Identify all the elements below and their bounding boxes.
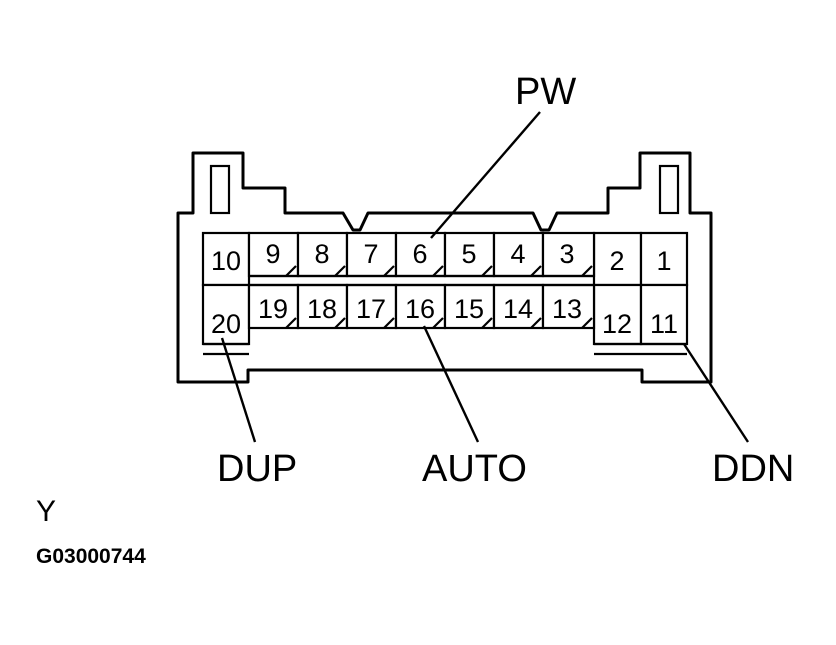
pin-label-1: 1	[656, 246, 671, 276]
ddn-leader-line	[682, 343, 750, 443]
auto-leader-line	[422, 325, 480, 443]
pin-label-17: 17	[356, 294, 386, 324]
terminal-marks	[285, 265, 593, 329]
pw-leader-line	[430, 111, 541, 239]
callout-dup: DUP	[217, 448, 297, 490]
pin-label-11: 11	[650, 309, 678, 339]
pin-label-8: 8	[314, 239, 329, 269]
pin-cavity-12	[592, 283, 643, 346]
pin-label-10: 10	[211, 246, 241, 276]
view-letter: Y	[36, 495, 56, 528]
pin-cavity-4	[492, 231, 545, 278]
pin-cavity-18	[296, 283, 349, 330]
pin-label-4: 4	[510, 239, 525, 269]
pin-cavity-7	[345, 231, 398, 278]
callout-auto: AUTO	[422, 448, 527, 490]
pin-label-13: 13	[552, 294, 582, 324]
pin-cavity-3	[541, 231, 596, 278]
pin-label-2: 2	[609, 246, 624, 276]
pin-label-12: 12	[602, 309, 632, 339]
pin-label-20: 20	[211, 309, 241, 339]
left-latch-slot	[209, 164, 231, 215]
callout-ddn: DDN	[712, 448, 794, 490]
pin-cavity-9	[247, 231, 300, 278]
pin-cavity-16	[394, 283, 447, 330]
pin-label-9: 9	[265, 239, 280, 269]
pin-label-14: 14	[503, 294, 533, 324]
pin-label-6: 6	[412, 239, 427, 269]
pin-cavity-13	[541, 283, 596, 330]
figure-code: G03000744	[36, 545, 146, 568]
pin-label-15: 15	[454, 294, 484, 324]
pin-label-3: 3	[559, 239, 574, 269]
pin-cavity-14	[492, 283, 545, 330]
callout-pw: PW	[515, 71, 576, 113]
pin-cavity-2	[592, 231, 643, 287]
dup-leader-line	[220, 337, 257, 443]
pin-cavity-17	[345, 283, 398, 330]
pin-label-7: 7	[363, 239, 378, 269]
pin-cavity-15	[443, 283, 496, 330]
pin-label-18: 18	[307, 294, 337, 324]
pin-label-5: 5	[461, 239, 476, 269]
pin-label-16: 16	[405, 294, 435, 324]
right-latch-slot	[658, 164, 680, 215]
pin-cavity-19	[247, 283, 300, 330]
pin-label-19: 19	[258, 294, 288, 324]
